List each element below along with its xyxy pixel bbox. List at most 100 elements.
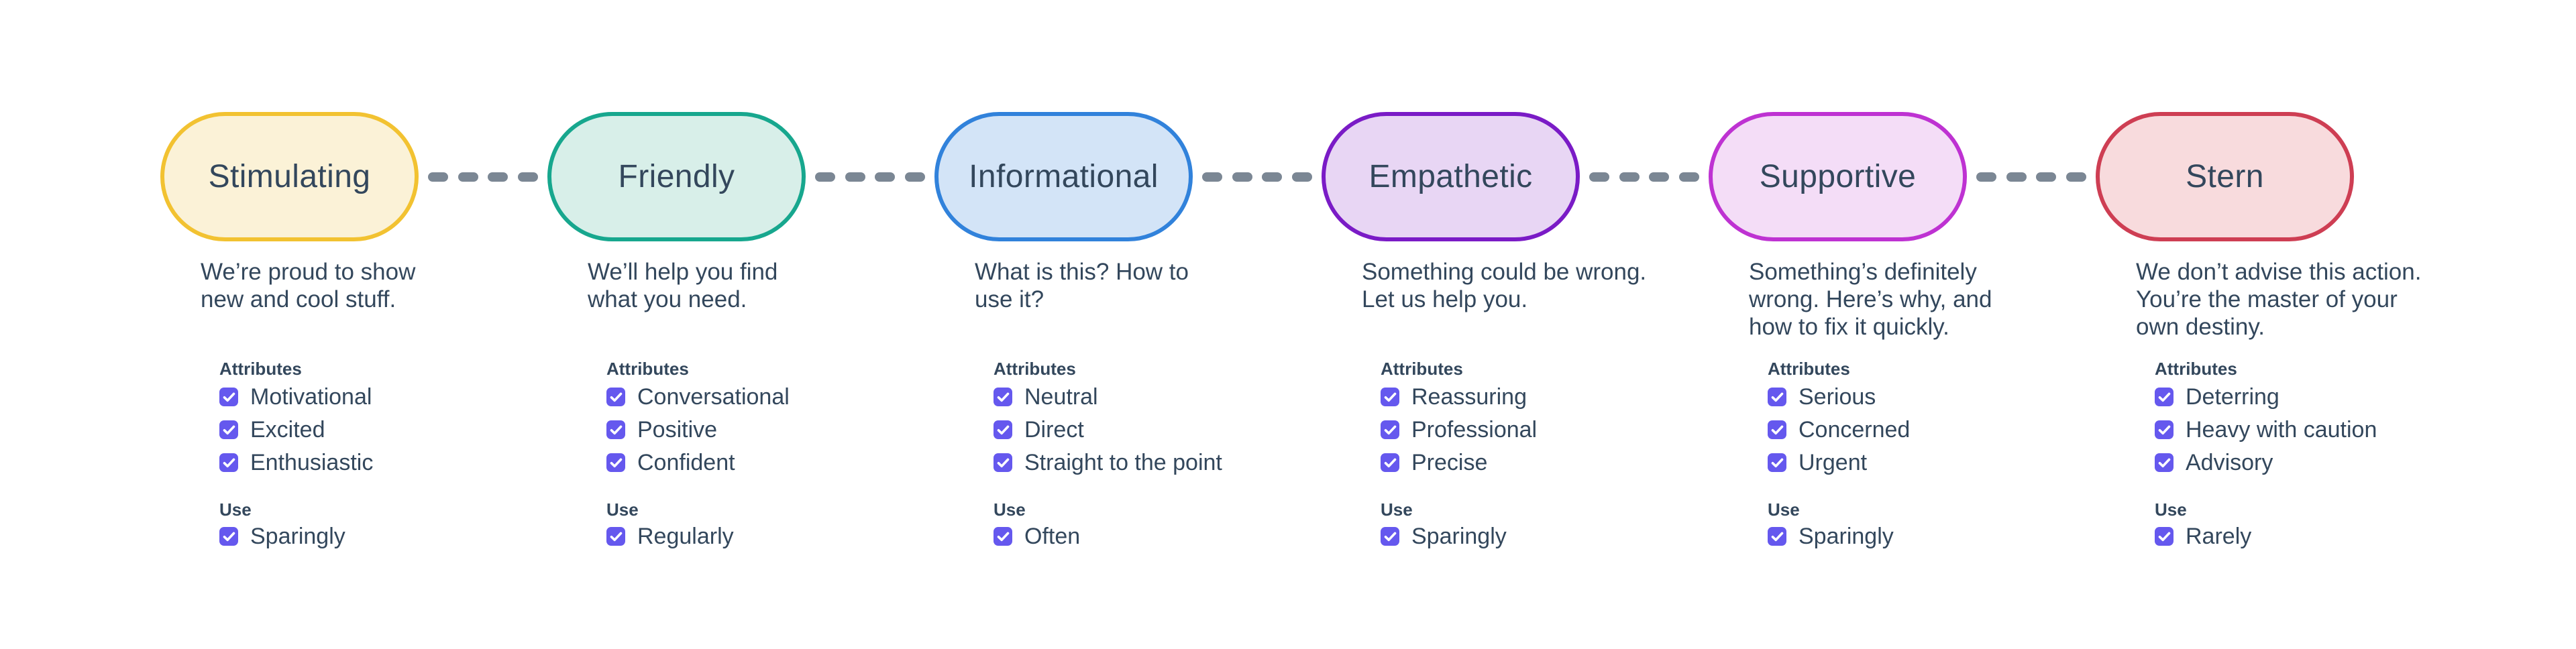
checkbox-label: Excited <box>250 416 325 442</box>
use-heading: Use <box>219 499 252 520</box>
checkbox-label: Reassuring <box>1411 384 1527 410</box>
checkmark-icon <box>997 458 1009 467</box>
use-heading: Use <box>606 499 639 520</box>
checkbox-checked[interactable] <box>606 527 625 546</box>
dashed-connector <box>1202 172 1312 182</box>
checkbox-row: Precise <box>1381 450 1537 475</box>
checkbox-checked[interactable] <box>219 388 238 406</box>
connector-dash <box>458 172 478 182</box>
checkbox-label: Enthusiastic <box>250 449 374 475</box>
checkbox-checked[interactable] <box>1381 453 1399 472</box>
checkbox-checked[interactable] <box>219 527 238 546</box>
checkbox-row: Excited <box>219 417 373 442</box>
use-heading: Use <box>994 499 1026 520</box>
checkbox-row: Enthusiastic <box>219 450 373 475</box>
checkbox-row: Professional <box>1381 417 1537 442</box>
checkbox-checked[interactable] <box>2155 420 2174 439</box>
use-list: Sparingly <box>1381 524 1507 549</box>
checkbox-checked[interactable] <box>219 453 238 472</box>
tone-description: Something could be wrong.Let us help you… <box>1362 258 1646 313</box>
checkbox-checked[interactable] <box>1768 420 1786 439</box>
checkbox-label: Direct <box>1024 416 1084 442</box>
checkmark-icon <box>2158 532 2170 541</box>
connector-dash <box>2036 172 2057 182</box>
checkbox-row: Rarely <box>2155 524 2251 549</box>
checkbox-row: Sparingly <box>219 524 345 549</box>
checkbox-label: Rarely <box>2186 523 2252 549</box>
connector-dash <box>1202 172 1222 182</box>
connector-dash <box>2006 172 2027 182</box>
checkbox-row: Sparingly <box>1768 524 1894 549</box>
checkmark-icon <box>2158 392 2170 402</box>
attributes-list: Neutral Direct Straight to the point <box>994 384 1222 475</box>
connector-dash <box>1678 172 1699 182</box>
checkbox-checked[interactable] <box>219 420 238 439</box>
checkbox-checked[interactable] <box>1768 527 1786 546</box>
checkmark-icon <box>1384 532 1396 541</box>
dashed-connector <box>1589 172 1699 182</box>
dashed-connector <box>1976 172 2086 182</box>
checkbox-row: Heavy with caution <box>2155 417 2377 442</box>
checkbox-label: Urgent <box>1799 449 1868 475</box>
description-line: We don’t advise this action. <box>2136 259 2422 285</box>
checkmark-icon <box>1771 392 1783 402</box>
checkbox-row: Straight to the point <box>994 450 1222 475</box>
connector-dash <box>517 172 538 182</box>
checkbox-checked[interactable] <box>606 388 625 406</box>
checkbox-row: Neutral <box>994 384 1222 410</box>
attributes-heading: Attributes <box>1381 359 1463 379</box>
tone-pill-label: Empathetic <box>1368 159 1533 194</box>
checkbox-checked[interactable] <box>994 527 1012 546</box>
checkbox-checked[interactable] <box>606 420 625 439</box>
description-line: You’re the master of your <box>2136 286 2398 312</box>
attributes-list: Conversational Positive Confident <box>606 384 790 475</box>
tone-pill: Friendly <box>547 112 806 241</box>
connector-dash <box>1619 172 1640 182</box>
tone-pill: Stern <box>2096 112 2354 241</box>
checkbox-checked[interactable] <box>994 388 1012 406</box>
checkbox-checked[interactable] <box>2155 453 2174 472</box>
checkbox-checked[interactable] <box>606 453 625 472</box>
description-line: new and cool stuff. <box>201 286 396 312</box>
checkbox-checked[interactable] <box>1381 527 1399 546</box>
checkmark-icon <box>1771 425 1783 434</box>
connector-dash <box>488 172 508 182</box>
checkbox-label: Positive <box>637 416 718 442</box>
connector-dash <box>1589 172 1609 182</box>
use-list: Often <box>994 524 1080 549</box>
description-line: Something could be wrong. <box>1362 259 1647 285</box>
checkbox-row: Conversational <box>606 384 790 410</box>
description-line: Something’s definitely <box>1749 259 1977 285</box>
connector-dash <box>1262 172 1283 182</box>
checkbox-checked[interactable] <box>2155 388 2174 406</box>
tone-pill-label: Informational <box>969 159 1159 194</box>
attributes-list: Motivational Excited Enthusiastic <box>219 384 373 475</box>
description-line: wrong. Here’s why, and <box>1749 286 1992 312</box>
use-list: Rarely <box>2155 524 2251 549</box>
attributes-list: Deterring Heavy with caution Advisory <box>2155 384 2377 475</box>
checkbox-checked[interactable] <box>994 420 1012 439</box>
checkbox-label: Advisory <box>2186 449 2273 475</box>
checkbox-checked[interactable] <box>1381 388 1399 406</box>
attributes-heading: Attributes <box>1768 359 1850 379</box>
dashed-connector <box>815 172 925 182</box>
checkbox-row: Motivational <box>219 384 373 410</box>
connector-dash <box>428 172 448 182</box>
checkmark-icon <box>1771 532 1783 541</box>
tone-pill: Supportive <box>1709 112 1967 241</box>
checkbox-checked[interactable] <box>1768 453 1786 472</box>
checkbox-checked[interactable] <box>1381 420 1399 439</box>
connector-dash <box>1291 172 1312 182</box>
checkbox-checked[interactable] <box>994 453 1012 472</box>
checkbox-checked[interactable] <box>2155 527 2174 546</box>
use-list: Regularly <box>606 524 734 549</box>
checkbox-checked[interactable] <box>1768 388 1786 406</box>
checkbox-row: Regularly <box>606 524 734 549</box>
checkmark-icon <box>610 458 622 467</box>
attributes-heading: Attributes <box>606 359 689 379</box>
tone-pill: Empathetic <box>1322 112 1580 241</box>
